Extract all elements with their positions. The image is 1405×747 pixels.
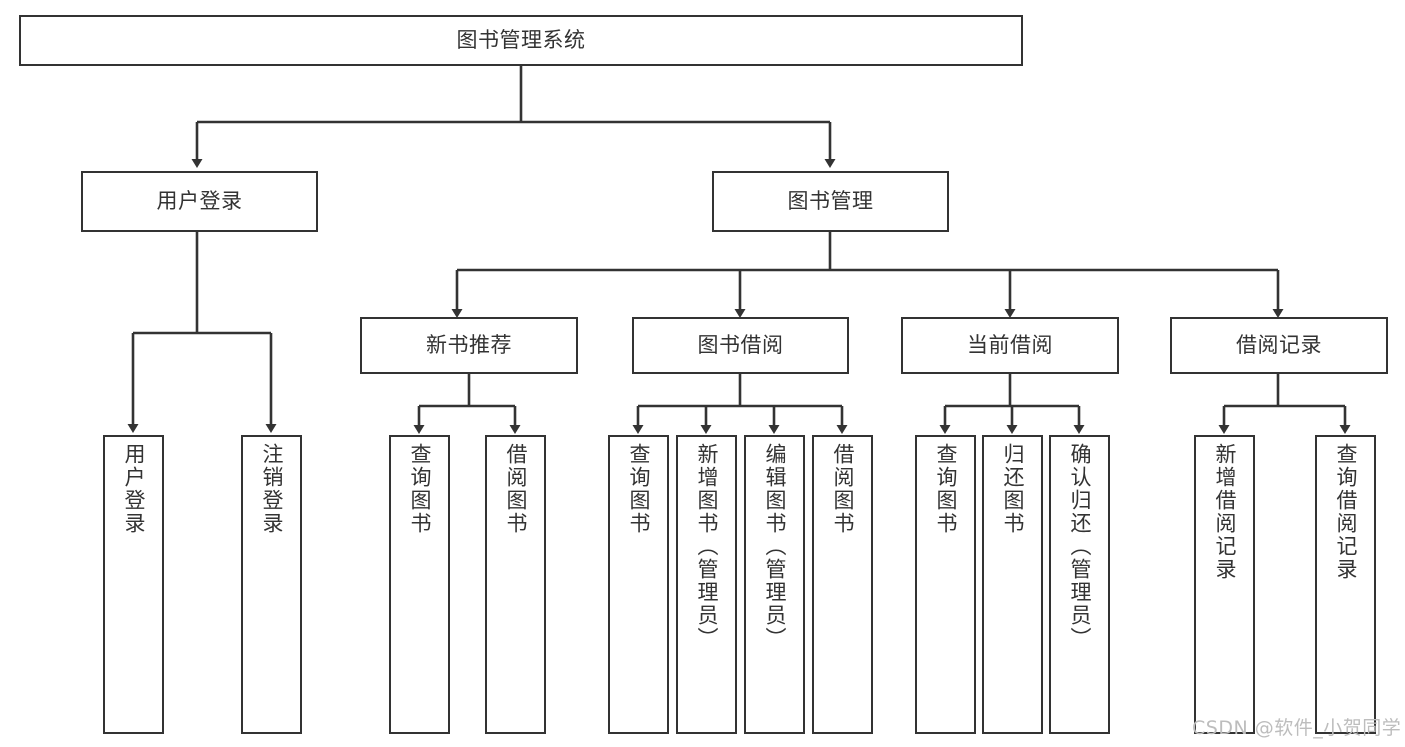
node-leaf-return-book-label: 归还图书 [1001, 443, 1025, 535]
node-leaf-query-book-1-label: 查询图书 [408, 443, 432, 535]
node-new-book-recommend[interactable]: 新书推荐 [360, 317, 578, 374]
node-user-login-label: 用户登录 [156, 188, 243, 213]
node-leaf-query-book-3-label: 查询图书 [934, 443, 958, 535]
node-leaf-user-login[interactable]: 用户登录 [103, 435, 164, 734]
node-root[interactable]: 图书管理系统 [19, 15, 1023, 66]
node-leaf-logout-login-label: 注销登录 [260, 443, 284, 535]
node-leaf-user-login-label: 用户登录 [122, 443, 146, 535]
node-leaf-query-book-3[interactable]: 查询图书 [915, 435, 976, 734]
node-book-borrow-label: 图书借阅 [697, 332, 784, 357]
node-leaf-borrow-book-1-label: 借阅图书 [504, 443, 528, 535]
node-book-manage-label: 图书管理 [787, 188, 874, 213]
node-leaf-query-book-2[interactable]: 查询图书 [608, 435, 669, 734]
node-current-borrow-label: 当前借阅 [967, 332, 1053, 357]
node-leaf-add-borrow-record[interactable]: 新增借阅记录 [1194, 435, 1255, 734]
node-leaf-borrow-book-1[interactable]: 借阅图书 [485, 435, 546, 734]
node-new-book-recommend-label: 新书推荐 [426, 332, 512, 357]
node-leaf-add-borrow-record-label: 新增借阅记录 [1213, 443, 1237, 581]
node-leaf-edit-book-admin-label: 编辑图书（管理员） [763, 443, 787, 650]
node-leaf-query-borrow-record-label: 查询借阅记录 [1334, 443, 1358, 581]
node-leaf-confirm-return-admin[interactable]: 确认归还（管理员） [1049, 435, 1110, 734]
node-leaf-add-book-admin-label: 新增图书（管理员） [695, 443, 719, 650]
node-leaf-edit-book-admin[interactable]: 编辑图书（管理员） [744, 435, 805, 734]
node-leaf-query-book-2-label: 查询图书 [627, 443, 651, 535]
node-leaf-confirm-return-admin-label: 确认归还（管理员） [1068, 443, 1092, 650]
node-current-borrow[interactable]: 当前借阅 [901, 317, 1119, 374]
node-book-borrow[interactable]: 图书借阅 [632, 317, 849, 374]
node-borrow-record-label: 借阅记录 [1236, 332, 1322, 357]
node-leaf-query-book-1[interactable]: 查询图书 [389, 435, 450, 734]
node-leaf-borrow-book-2-label: 借阅图书 [831, 443, 855, 535]
node-book-manage[interactable]: 图书管理 [712, 171, 949, 232]
node-leaf-return-book[interactable]: 归还图书 [982, 435, 1043, 734]
node-borrow-record[interactable]: 借阅记录 [1170, 317, 1388, 374]
node-leaf-add-book-admin[interactable]: 新增图书（管理员） [676, 435, 737, 734]
node-leaf-borrow-book-2[interactable]: 借阅图书 [812, 435, 873, 734]
node-user-login[interactable]: 用户登录 [81, 171, 318, 232]
node-leaf-query-borrow-record[interactable]: 查询借阅记录 [1315, 435, 1376, 734]
node-root-label: 图书管理系统 [456, 27, 586, 52]
node-leaf-logout-login[interactable]: 注销登录 [241, 435, 302, 734]
